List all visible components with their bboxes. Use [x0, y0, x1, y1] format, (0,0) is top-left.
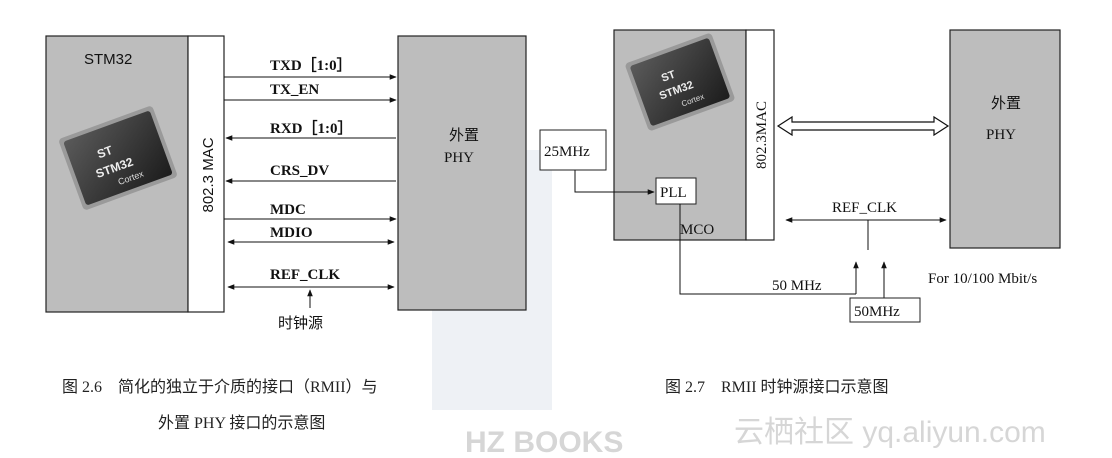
ext-50mhz-label: 50MHz [854, 304, 900, 320]
clock-source-label: 时钟源 [278, 315, 323, 332]
ref-clk-label: REF_CLK [832, 200, 897, 216]
phy-block-2 [949, 29, 1061, 249]
osc-25mhz-label: 25MHz [544, 144, 590, 160]
phy2-label2: PHY [986, 127, 1016, 143]
mac-label-2: 802.3MAC [754, 101, 770, 169]
phy2-label: 外置 [991, 95, 1021, 112]
signal-mdio: MDIO [270, 225, 313, 241]
phy-label: 外置 [449, 127, 479, 144]
pll-box [655, 177, 697, 205]
stm32-chip-icon: ST STM32 Cortex [59, 106, 177, 210]
caption-2-6-line1: 图 2.6 简化的独立于介质的接口（RMII）与 [62, 378, 378, 396]
pll-label: PLL [660, 185, 687, 201]
stm32-chip-icon-2: ST STM32 Cortex [625, 33, 735, 131]
mac-label: 802.3 MAC [200, 137, 217, 212]
mac-block-2 [745, 29, 775, 241]
signal-mdc: MDC [270, 202, 306, 218]
stm32-title: STM32 [84, 51, 132, 68]
mac-block [187, 35, 225, 313]
mco-label: MCO [680, 222, 714, 238]
signal-crsdv: CRS_DV [270, 163, 329, 179]
figure-2-6: STM32 ST STM32 Cortex 802.3 MAC 外置 PHY T… [45, 35, 527, 432]
caption-2-7: 图 2.7 RMII 时钟源接口示意图 [665, 377, 889, 396]
signal-refclk: REF_CLK [270, 267, 340, 283]
caption-2-6-line2: 外置 PHY 接口的示意图 [158, 413, 325, 432]
osc-to-pll-line [574, 170, 655, 195]
speed-note: For 10/100 Mbit/s [928, 271, 1037, 287]
chip2-logo-st: ST [660, 68, 678, 84]
watermark-hzbooks: HZ BOOKS [465, 426, 623, 458]
signal-rxd: RXD［1:0］ [270, 119, 353, 137]
mac-phy-bus-arrow [776, 115, 950, 137]
signal-txd: TXD［1:0］ [270, 56, 352, 74]
chip-logo-st: ST [95, 143, 115, 162]
figure-2-7: ST STM32 Cortex 802.3MAC 外置 PHY 25MHz PL… [539, 29, 1061, 396]
phy-label2: PHY [444, 150, 474, 166]
clk-50mhz-line-label: 50 MHz [772, 278, 822, 294]
watermark-aliyun: 云栖社区 yq.aliyun.com [734, 416, 1046, 449]
osc-25mhz-box [539, 129, 607, 171]
mco-output-line [679, 204, 856, 295]
ext-50mhz-box [849, 297, 921, 323]
phy-block [397, 35, 527, 311]
signal-txen: TX_EN [270, 82, 319, 98]
